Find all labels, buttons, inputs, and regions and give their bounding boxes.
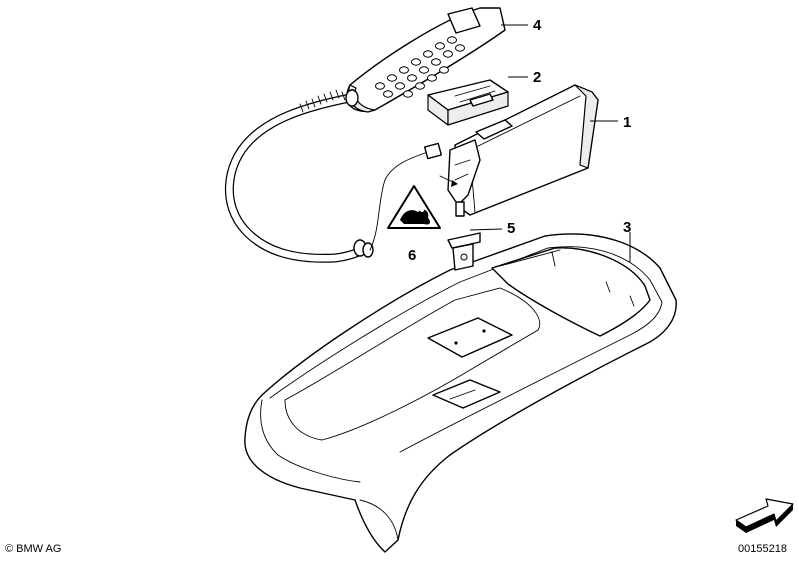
coiled-cable bbox=[224, 89, 458, 263]
part-4-handset bbox=[346, 7, 506, 113]
image-number: 00155218 bbox=[738, 543, 787, 555]
part-2-holder bbox=[427, 79, 509, 126]
keypad bbox=[375, 36, 465, 98]
copyright-text: © BMW AG bbox=[5, 543, 61, 555]
orientation-arrow-icon bbox=[735, 498, 794, 533]
leader-lines bbox=[469, 24, 631, 262]
part-5-clip bbox=[447, 232, 481, 271]
callout-6: 6 bbox=[408, 247, 416, 264]
callout-1: 1 bbox=[623, 114, 631, 131]
callout-4: 4 bbox=[533, 17, 542, 34]
part-3-console bbox=[244, 233, 677, 553]
warning-triangle-icon bbox=[387, 185, 441, 229]
callout-2: 2 bbox=[533, 69, 541, 86]
part-1-cradle bbox=[447, 84, 599, 217]
callout-3: 3 bbox=[623, 219, 631, 236]
callout-5: 5 bbox=[507, 220, 515, 237]
